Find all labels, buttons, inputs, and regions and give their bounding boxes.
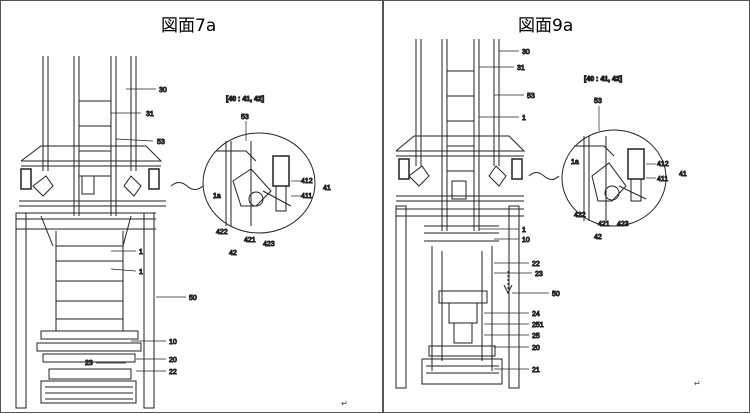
detail-label-411: 411 [657,176,668,183]
detail-label-421: 421 [598,221,610,228]
support-frame [395,205,524,389]
detail-label-421: 421 [244,237,256,244]
detail-label-41: 41 [323,185,331,192]
detail-label-423: 423 [617,221,629,228]
label-50: 50 [189,295,197,302]
figure-title: 図面7a [161,16,217,36]
detail-leader-squiggle [170,182,204,190]
detail-label-422: 422 [216,229,228,236]
label-20: 20 [532,345,540,352]
label-31: 31 [517,65,525,72]
head-assembly [395,135,526,202]
drawing-7a-svg: 30 31 53 1 1 50 10 20 23 22 [40 : 41, 42… [15,56,331,409]
label-1-upper: 1 [522,115,526,122]
label-30: 30 [522,49,530,56]
callout-text: [40 : 41, 42] [584,76,622,83]
drawing-panel-7a: 図面7a [0,0,383,413]
detail-label-423: 423 [263,241,275,248]
detail-label-412: 412 [301,178,313,185]
detail-label-53: 53 [241,114,249,121]
leader-lines [479,50,656,370]
return-mark: ↵ [341,399,348,408]
label-22: 22 [532,261,540,268]
detail-label-42: 42 [594,234,602,241]
label-20: 20 [169,357,177,364]
head-assembly [19,145,166,207]
label-53: 53 [157,139,165,146]
label-10: 10 [522,237,530,244]
label-30: 30 [159,87,167,94]
upper-column [42,56,137,216]
leader-lines [96,88,301,372]
detail-label-53: 53 [594,98,602,105]
label-23: 23 [535,271,543,278]
label-21: 21 [532,367,540,374]
label-24: 24 [532,311,540,318]
return-mark: ↵ [694,379,701,388]
base-assembly [36,330,142,404]
detail-label-42: 42 [229,250,237,257]
detail-leader-squiggle [528,172,560,180]
drawing-9a-svg: 30 31 53 1 1 10 22 23 50 24 251 25 20 21… [395,39,687,389]
detail-circle [202,132,316,234]
detail-label-1a: 1a [571,159,579,166]
callout-text: [40 : 41, 42] [226,96,264,103]
detail-circle [561,129,667,227]
label-251: 251 [532,322,544,329]
label-1-lower: 1 [522,227,526,234]
label-22: 22 [169,369,177,376]
figure-title: 図面9a [518,16,574,36]
detail-label-1a: 1a [213,193,221,200]
detail-label-412: 412 [657,161,669,168]
label-50: 50 [552,291,560,298]
label-1-lower: 1 [139,269,143,276]
lower-column [55,231,124,331]
label-1-upper: 1 [139,249,143,256]
drawing-panel-9a: 図面9a [383,0,750,413]
label-31: 31 [146,111,154,118]
label-23: 23 [85,360,93,367]
lift-mechanism [421,246,513,385]
detail-label-411: 411 [301,193,312,200]
upper-column [415,39,500,231]
detail-label-41: 41 [679,171,687,178]
support-frame [15,212,156,409]
label-53: 53 [527,93,535,100]
label-10: 10 [169,339,177,346]
detail-label-422: 422 [574,212,586,219]
label-25: 25 [532,333,540,340]
